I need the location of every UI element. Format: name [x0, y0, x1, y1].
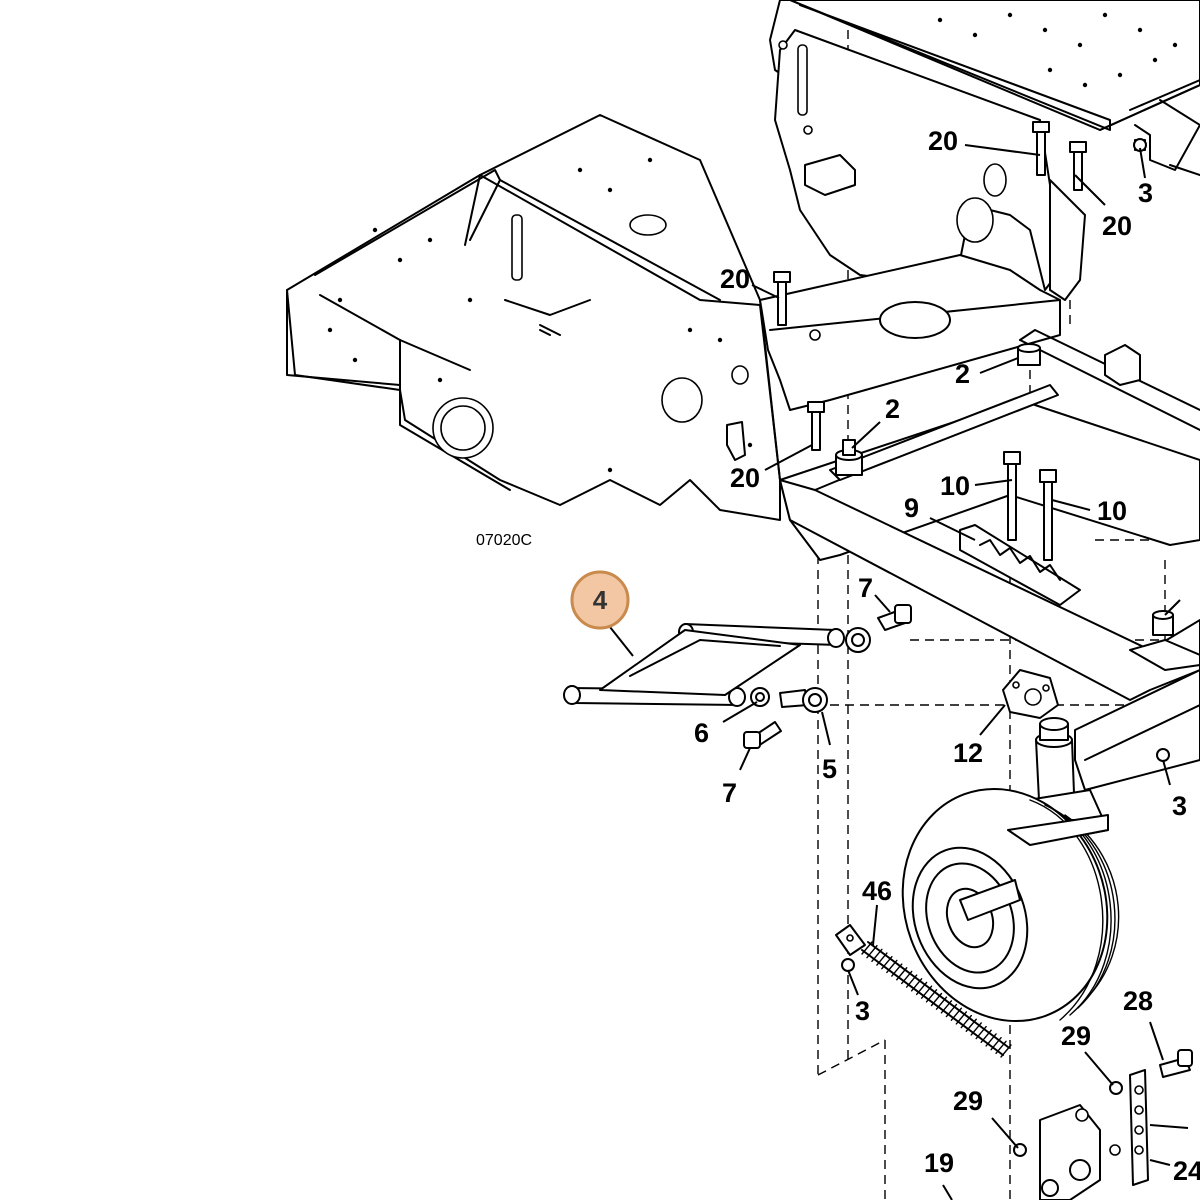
callout-10: 10: [940, 471, 970, 501]
spring-coil: [995, 1040, 1007, 1055]
spring-coil: [915, 981, 928, 996]
part-4-bumper-arm: [563, 623, 845, 707]
spring-coil: [950, 1007, 963, 1021]
spring-coil: [866, 944, 878, 959]
highlighted-callout-4[interactable]: 4: [570, 570, 630, 630]
highlighted-callout-label: 4: [593, 585, 608, 615]
spring-coil: [925, 989, 938, 1003]
spring-coil: [886, 959, 898, 974]
callout-29: 29: [953, 1086, 983, 1116]
spring-coil: [990, 1036, 1002, 1051]
spring-coil: [980, 1029, 992, 1043]
seat-deck-plate: [769, 0, 1200, 181]
callout-2: 2: [955, 359, 970, 389]
callout-20: 20: [1102, 211, 1132, 241]
spring-coil: [945, 1003, 958, 1018]
callout-29: 29: [1061, 1021, 1091, 1051]
spring-coil: [970, 1022, 982, 1036]
spring-coil: [1000, 1044, 1012, 1058]
part-46-spring: [835, 924, 1012, 1058]
rear-cross-frame: [759, 254, 1061, 411]
spring-coil: [975, 1025, 987, 1040]
part-9-ratchet-bracket: [959, 524, 1081, 606]
callout-9: 9: [904, 493, 919, 523]
lower-hardware: [1013, 1049, 1193, 1200]
caster-wheel: [901, 787, 1120, 1023]
spring-coil: [905, 974, 918, 988]
callout-46: 46: [862, 876, 892, 906]
callout-5: 5: [822, 754, 837, 784]
spring-coil: [871, 948, 883, 963]
spring-coil: [955, 1011, 968, 1025]
part-3-nuts: [841, 138, 1170, 972]
callout-20: 20: [730, 463, 760, 493]
spring-coil: [935, 996, 948, 1010]
callout-labels: 20 20 3 20 2 2 20 10 10 9 7 6 5 7 12 3 4…: [694, 126, 1200, 1186]
spring-coil: [891, 963, 903, 977]
callout-10: 10: [1097, 496, 1127, 526]
callout-20: 20: [720, 264, 750, 294]
highlight-circle[interactable]: [570, 570, 630, 630]
drawing-code: 07020C: [476, 532, 532, 549]
spring-coil: [901, 970, 913, 985]
front-frame: [779, 329, 1200, 791]
callout-19: 19: [924, 1148, 954, 1178]
callout-3: 3: [1172, 791, 1187, 821]
callout-24: 24: [1173, 1156, 1200, 1186]
spring-coil: [896, 967, 908, 981]
callout-28: 28: [1123, 986, 1153, 1016]
callout-7: 7: [722, 778, 737, 808]
part-12-caster-mount: [1002, 669, 1059, 719]
spring-coil: [930, 992, 943, 1007]
spring-coil: [960, 1014, 972, 1029]
part-5-6-7-hardware: [743, 604, 912, 749]
callout-3: 3: [1138, 178, 1153, 208]
callout-3: 3: [855, 996, 870, 1026]
callout-7: 7: [858, 573, 873, 603]
callout-2: 2: [885, 394, 900, 424]
spring-coil: [910, 978, 923, 992]
callout-20: 20: [928, 126, 958, 156]
main-frame-body: [286, 114, 781, 521]
spring-coil: [940, 1000, 953, 1014]
callout-6: 6: [694, 718, 709, 748]
spring-coil: [965, 1018, 977, 1032]
spring-coil: [985, 1033, 997, 1047]
leader-lines: [605, 144, 1189, 1200]
spring-coil: [881, 956, 893, 970]
spring-coil: [876, 952, 888, 966]
spring-coil: [920, 985, 933, 999]
spring-coil: [861, 941, 873, 955]
callout-12: 12: [953, 738, 983, 768]
right-side-panel: [774, 29, 1086, 301]
